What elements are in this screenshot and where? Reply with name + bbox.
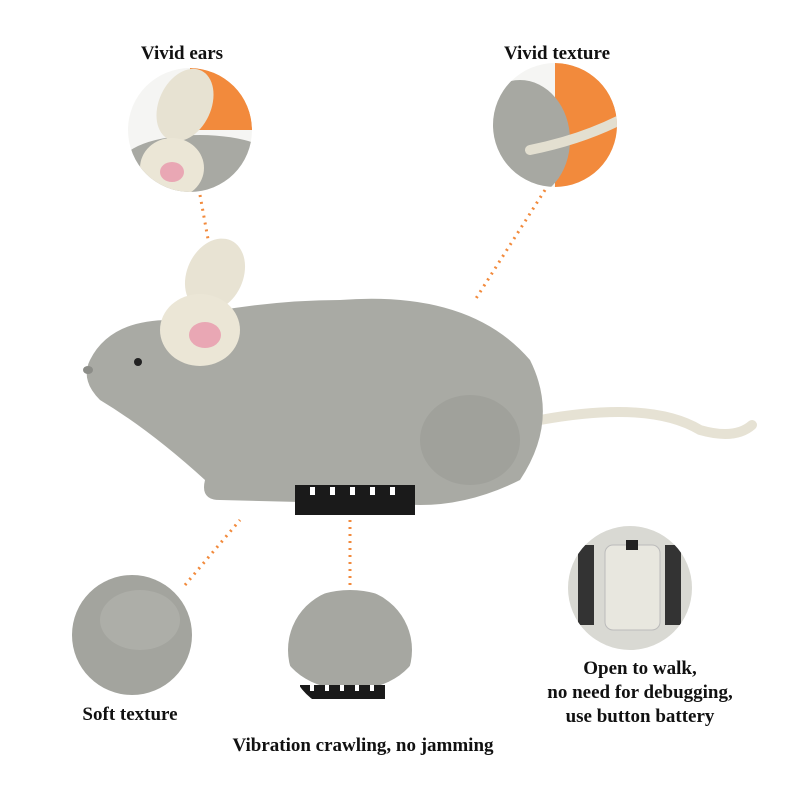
vibration-detail-image (288, 588, 412, 712)
vivid-texture-label: Vivid texture (503, 43, 611, 64)
battery-compartment-image (568, 526, 692, 650)
vivid-texture-detail-image (493, 63, 617, 187)
battery-label-line-2: no need for debugging, (547, 682, 733, 703)
vibration-label: Vibration crawling, no jamming (232, 735, 494, 756)
leader-lines (183, 189, 547, 590)
battery-label-line-1: Open to walk, (583, 658, 697, 679)
vivid-ears-label: Vivid ears (140, 43, 224, 64)
toy-mouse-image (83, 238, 757, 515)
soft-texture-detail-image (72, 575, 192, 695)
vivid-ears-detail-image (128, 68, 252, 192)
battery-label-line-3: use button battery (565, 706, 715, 727)
soft-texture-label: Soft texture (82, 704, 178, 725)
battery-label: Open to walk, no need for debugging, use… (510, 657, 770, 729)
